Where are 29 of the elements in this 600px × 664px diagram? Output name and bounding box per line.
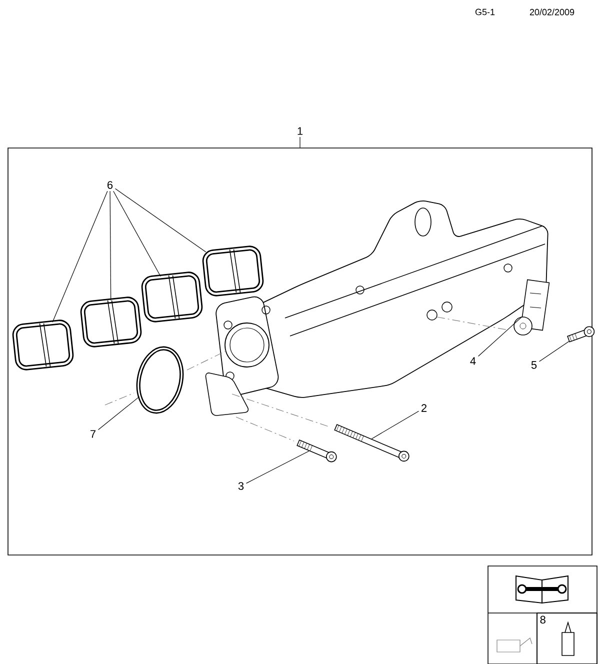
pressure-sensor (514, 279, 550, 336)
leader-line (371, 410, 420, 440)
assembly-frame (8, 148, 592, 556)
callout-number: 4 (470, 357, 476, 365)
callout-number: 2 (422, 404, 427, 412)
leader-line (113, 190, 161, 277)
leader-line (52, 190, 108, 322)
gasket (12, 320, 74, 370)
header-text: 20/02/2009 (530, 8, 574, 16)
part-cell: 8 (536, 612, 598, 664)
leader-line (114, 188, 206, 252)
callout-number: 5 (531, 361, 537, 369)
bolt (567, 326, 595, 342)
gasket (80, 296, 142, 348)
callout-number: 7 (90, 430, 96, 438)
bolt (334, 424, 410, 462)
gasket (141, 272, 203, 322)
leader-line (478, 316, 522, 357)
leader-line (538, 341, 570, 362)
bolt (296, 439, 337, 462)
leader-line (246, 450, 310, 484)
leader-line (110, 190, 112, 300)
callout-number: 6 (108, 181, 113, 189)
o-ring (136, 346, 184, 414)
callout-number: 3 (238, 482, 244, 490)
header-text: G5-1 (475, 8, 495, 16)
callout-number: 1 (298, 127, 303, 135)
gasket (202, 246, 264, 296)
leader-line (98, 396, 140, 430)
